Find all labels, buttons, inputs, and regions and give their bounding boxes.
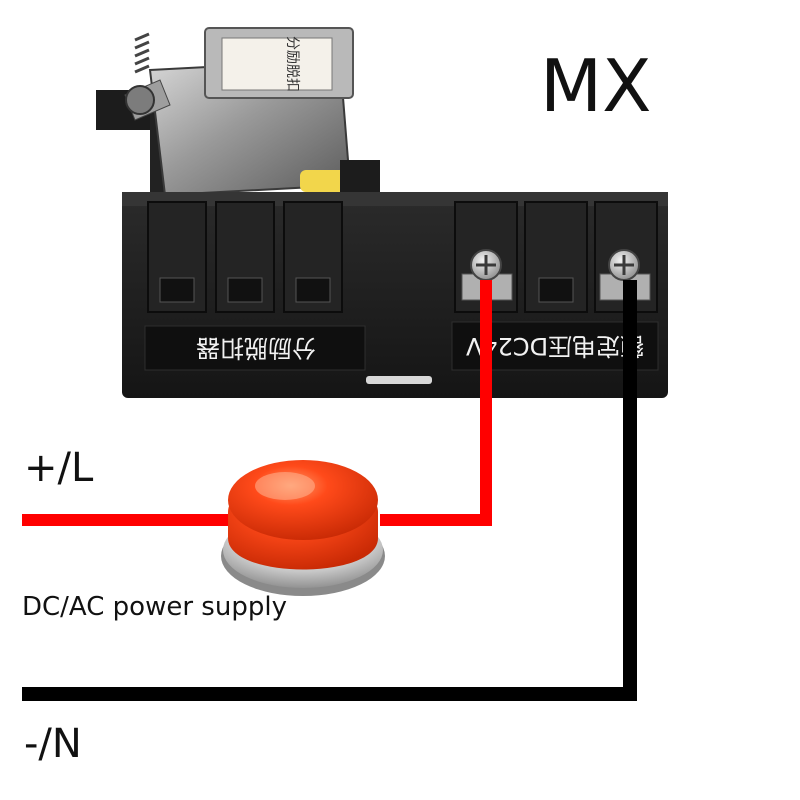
shunt-trip-coil: 分励脱扣 [96, 27, 380, 200]
positive-wire-to-terminal [380, 280, 492, 526]
power-supply-label: DC/AC power supply [22, 592, 287, 622]
left-panel-label: 分励脱扣器 [196, 334, 316, 362]
push-button-icon [221, 460, 385, 596]
terminal-block [122, 192, 668, 398]
positive-terminal-label: +/L [24, 445, 94, 491]
right-panel-label: 额定电压DC24V [465, 332, 644, 360]
coil-label: 分励脱扣 [284, 36, 300, 92]
negative-wire [22, 280, 637, 701]
negative-terminal-label: -/N [24, 721, 82, 767]
diagram-title: MX [540, 44, 652, 128]
